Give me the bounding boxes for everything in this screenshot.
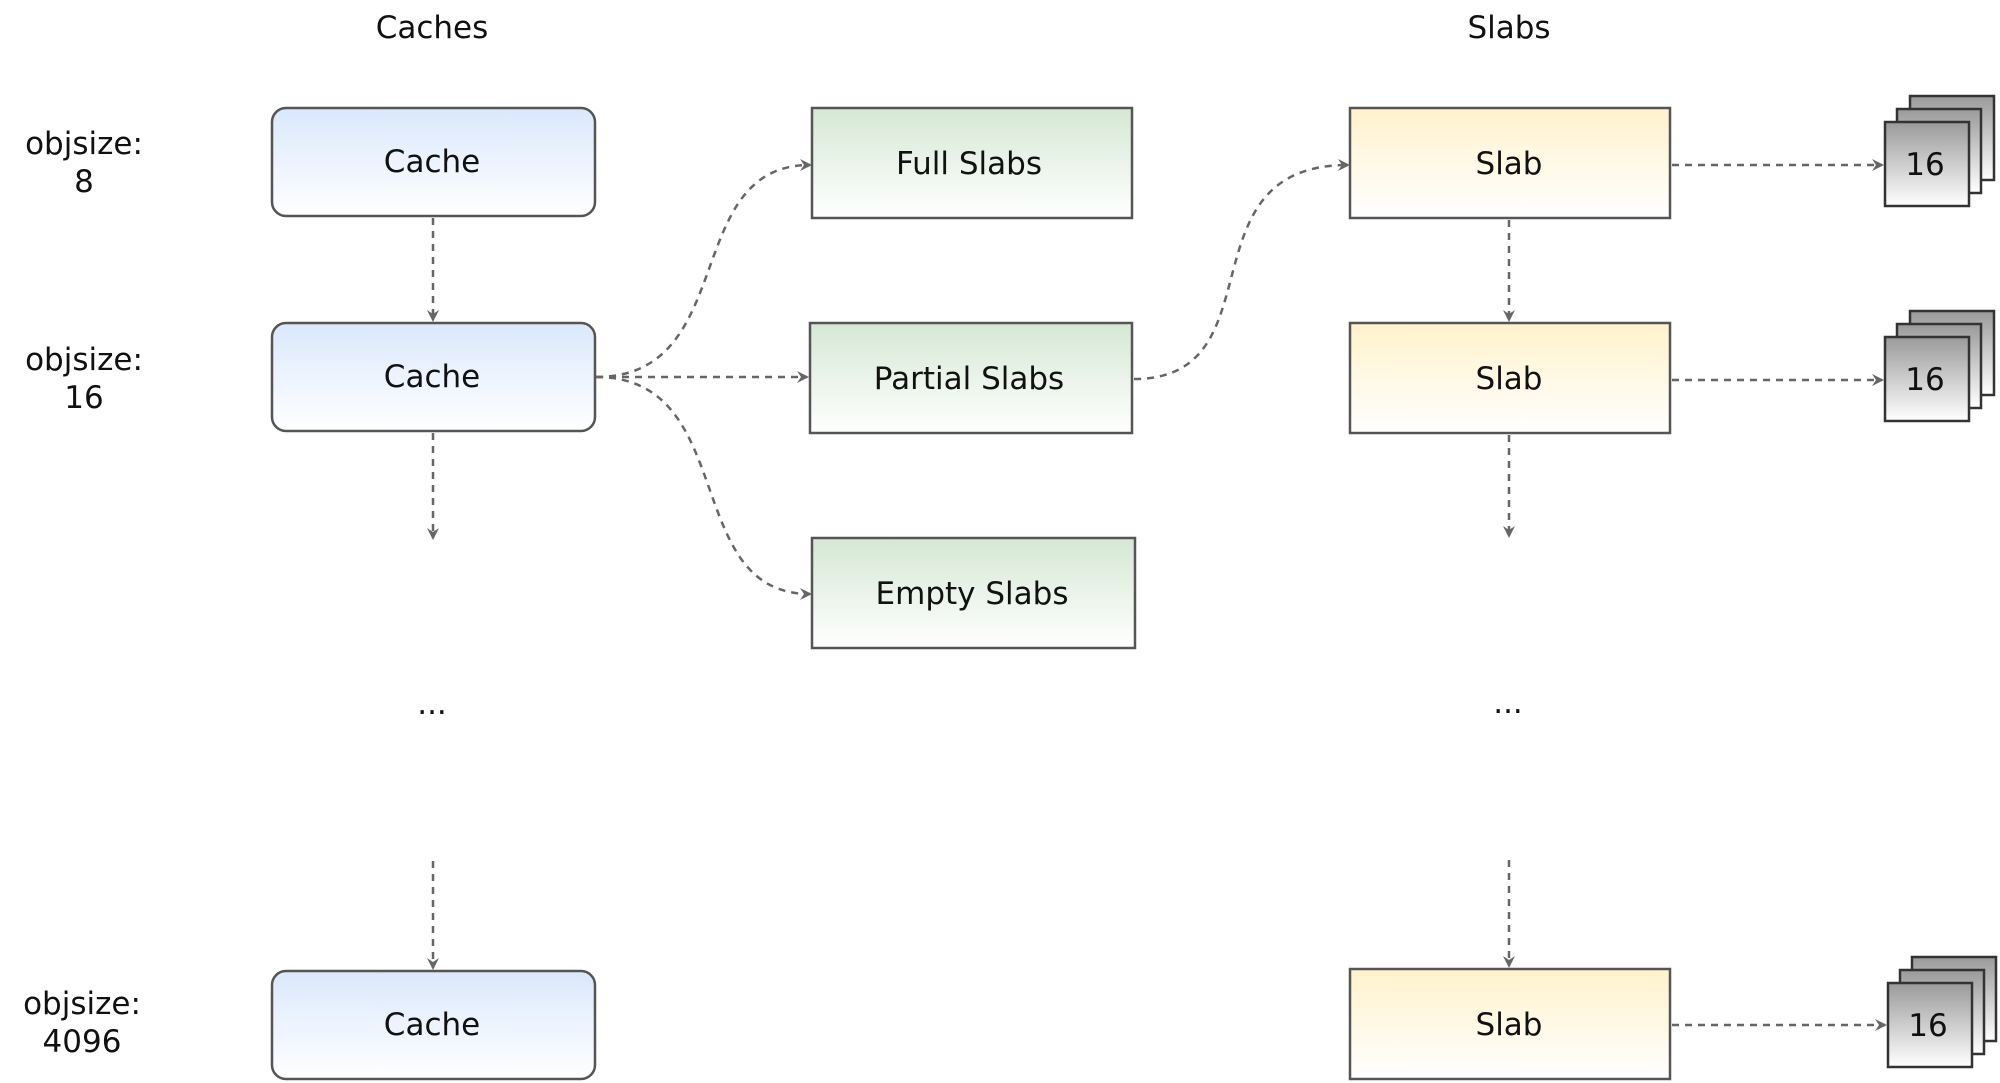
cache-label: Cache <box>384 359 480 395</box>
object-stack-2: 16 <box>1883 309 1996 423</box>
objsize-value: 4096 <box>43 1024 122 1060</box>
object-count: 16 <box>1908 1008 1947 1044</box>
slab-box-3[interactable]: Slab <box>1348 967 1672 1081</box>
slab-label: Slab <box>1476 361 1543 397</box>
object-count: 16 <box>1905 147 1944 183</box>
partial-slabs-label: Partial Slabs <box>874 361 1064 397</box>
caches-ellipsis: ... <box>417 686 447 722</box>
objsize-label: objsize: <box>23 986 141 1022</box>
objsize-value: 8 <box>74 164 94 200</box>
partial-slabs-to-slab-arrow <box>1133 159 1350 381</box>
empty-slabs-label: Empty Slabs <box>876 576 1069 612</box>
objsize-label-row-2: objsize: 16 <box>25 342 143 416</box>
cache-label: Cache <box>384 144 480 180</box>
cache-to-empty-slabs-arrow <box>595 375 812 600</box>
empty-slabs-box[interactable]: Empty Slabs <box>810 536 1137 650</box>
slabs-header: Slabs <box>1467 10 1550 46</box>
slab-box-1[interactable]: Slab <box>1348 106 1672 220</box>
objsize-label-row-1: objsize: 8 <box>25 126 143 200</box>
cache-box-objsize-8[interactable]: Cache <box>270 106 597 218</box>
full-slabs-label: Full Slabs <box>896 146 1042 182</box>
objsize-label: objsize: <box>25 126 143 162</box>
slabs-ellipsis: ... <box>1493 685 1523 721</box>
object-stack-1: 16 <box>1883 94 1996 208</box>
cache-box-objsize-16[interactable]: Cache <box>270 321 597 433</box>
partial-slabs-box[interactable]: Partial Slabs <box>808 321 1134 435</box>
cache-to-full-slabs-arrow <box>595 159 812 379</box>
object-stack-3: 16 <box>1886 955 1998 1069</box>
slab-label: Slab <box>1476 146 1543 182</box>
objsize-label-row-3: objsize: 4096 <box>23 986 141 1060</box>
slab-box-2[interactable]: Slab <box>1348 321 1672 435</box>
slab-label: Slab <box>1476 1007 1543 1043</box>
caches-header: Caches <box>376 10 489 46</box>
objsize-label: objsize: <box>25 342 143 378</box>
full-slabs-box[interactable]: Full Slabs <box>810 106 1134 220</box>
cache-label: Cache <box>384 1007 480 1043</box>
cache-box-objsize-4096[interactable]: Cache <box>270 969 597 1081</box>
object-count: 16 <box>1905 362 1944 398</box>
objsize-value: 16 <box>64 380 103 416</box>
